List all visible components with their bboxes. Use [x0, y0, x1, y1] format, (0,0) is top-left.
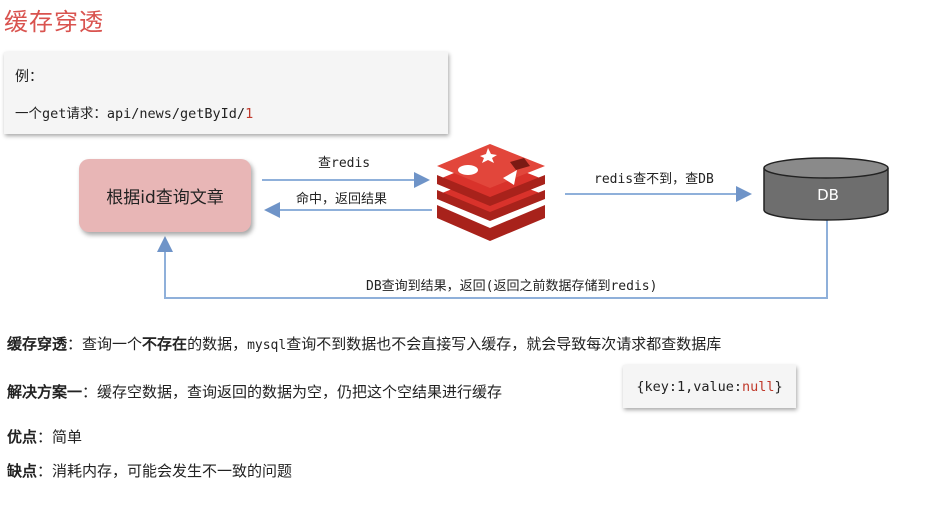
pros-term: 优点 [7, 428, 38, 446]
solution-colon: ： [82, 383, 98, 401]
db-label: DB [817, 186, 839, 204]
definition-text1: 查询一个 [82, 335, 143, 353]
label-db-return: DB查询到结果，返回(返回之前数据存储到redis) [366, 279, 658, 294]
label-hit-return: 命中，返回结果 [296, 192, 388, 207]
definition-mysql: mysql [247, 338, 287, 353]
definition-emphasis: 不存在 [142, 335, 188, 353]
pros-paragraph: 优点：简单 [7, 426, 82, 447]
solution-term: 解决方案一 [7, 383, 83, 401]
json-prefix: {key:1,value: [636, 378, 742, 395]
arrow-db-return [157, 220, 828, 299]
cons-text: 消耗内存，可能会发生不一致的问题 [52, 462, 293, 480]
json-null: null [742, 378, 775, 395]
request-id: 1 [245, 106, 254, 122]
definition-paragraph: 缓存穿透：查询一个不存在的数据，mysql查询不到数据也不会直接写入缓存，就会导… [7, 333, 721, 354]
definition-term: 缓存穿透 [7, 335, 68, 353]
example-label: 例： [15, 69, 43, 85]
json-suffix: } [774, 378, 783, 395]
example-request: 一个get请求：api/news/getById/1 [15, 102, 253, 122]
db-cylinder-icon [763, 157, 889, 221]
pros-colon: ： [37, 428, 53, 446]
definition-text2: 的数据， [187, 335, 248, 353]
cons-colon: ： [37, 462, 53, 480]
request-prefix: 一个get请求：api/news/getById/ [15, 106, 246, 122]
definition-text3: 查询不到数据也不会直接写入缓存，就会导致每次请求都查数据库 [286, 335, 722, 353]
cons-term: 缺点 [7, 462, 38, 480]
solution-text: 缓存空数据，查询返回的数据为空，仍把这个空结果进行缓存 [97, 383, 503, 401]
label-miss-db: redis查不到，查DB [594, 172, 714, 187]
definition-colon: ： [67, 335, 83, 353]
null-cache-example: {key:1,value:null} [623, 365, 796, 408]
solution-paragraph: 解决方案一：缓存空数据，查询返回的数据为空，仍把这个空结果进行缓存 [7, 381, 502, 402]
example-box: 例： 一个get请求：api/news/getById/1 [4, 52, 448, 134]
pros-text: 简单 [52, 428, 83, 446]
cons-paragraph: 缺点：消耗内存，可能会发生不一致的问题 [7, 460, 292, 481]
query-article-box: 根据id查询文章 [79, 159, 251, 232]
page-title: 缓存穿透 [4, 8, 104, 36]
label-query-redis: 查redis [318, 156, 371, 171]
redis-icon [437, 144, 545, 241]
